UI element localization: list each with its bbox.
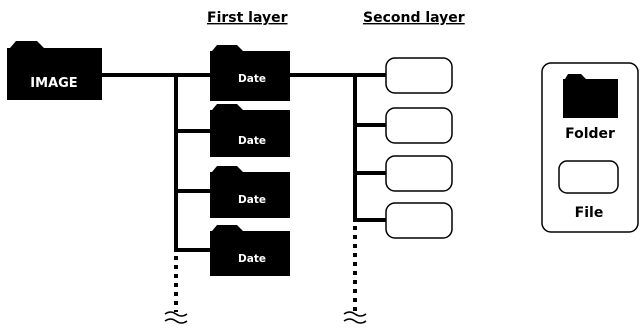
second-layer-break-mark xyxy=(343,311,367,324)
folder-icon xyxy=(210,45,290,101)
first-layer-folder-label: Date xyxy=(238,135,266,147)
first-layer-folder-label: Date xyxy=(238,194,266,206)
file-icon xyxy=(385,57,453,94)
legend: Folder File xyxy=(541,62,639,233)
folder-icon xyxy=(7,41,102,100)
folder-icon xyxy=(210,225,290,276)
folder-icon xyxy=(563,74,618,118)
file-icon xyxy=(385,202,453,239)
first-layer-folder: Date xyxy=(210,104,290,157)
root-folder: IMAGE xyxy=(7,41,102,100)
first-layer-heading: First layer xyxy=(207,10,288,26)
file-icon xyxy=(558,160,619,194)
folder-icon xyxy=(210,166,290,218)
first-layer-break-mark xyxy=(164,311,188,324)
legend-file-label: File xyxy=(575,205,604,221)
first-layer-folder: Date xyxy=(210,225,290,276)
first-layer-folder-label: Date xyxy=(238,253,266,265)
first-layer-folder-label: Date xyxy=(238,73,266,85)
second-layer-heading: Second layer xyxy=(363,10,465,26)
first-layer-folder: Date xyxy=(210,166,290,218)
root-folder-label: IMAGE xyxy=(30,76,77,91)
legend-folder-label: Folder xyxy=(565,126,615,142)
root-connectors xyxy=(100,73,212,324)
second-layer-connectors xyxy=(290,73,388,324)
folder-icon xyxy=(210,104,290,157)
first-layer-folder: Date xyxy=(210,45,290,101)
file-icon xyxy=(385,107,453,144)
file-icon xyxy=(385,155,453,192)
